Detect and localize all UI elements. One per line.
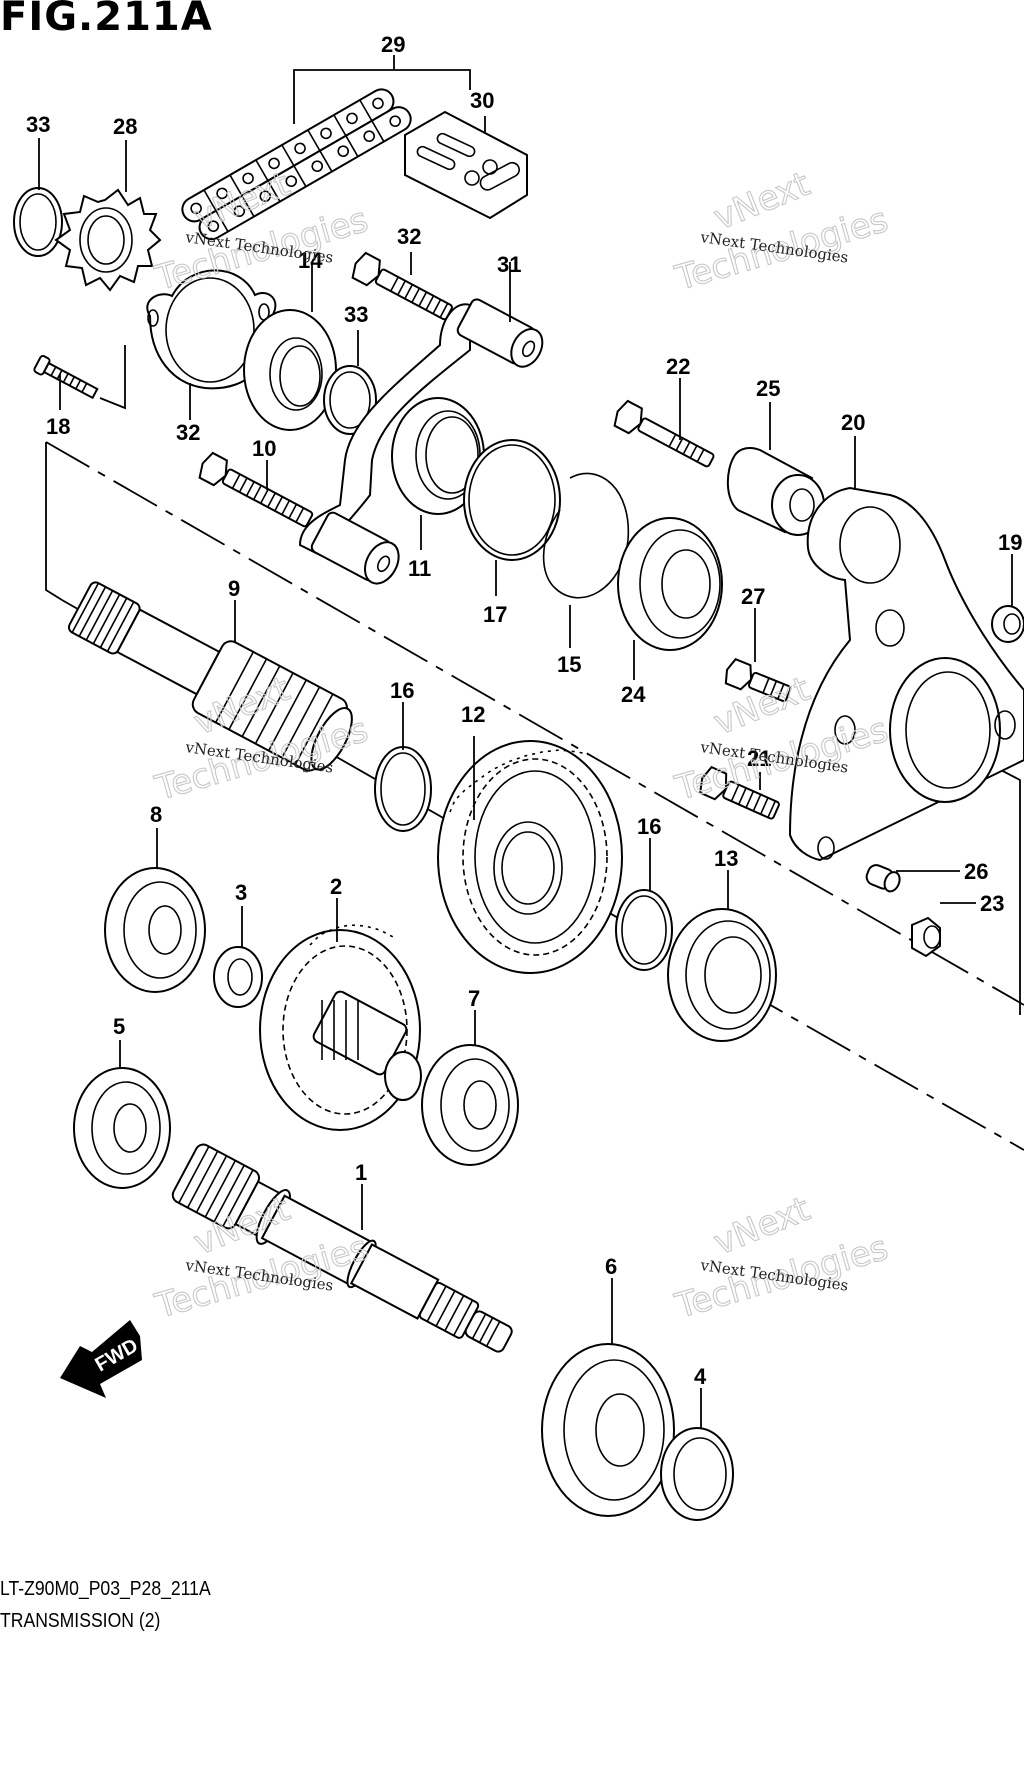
callout-4[interactable]: 4 <box>694 1364 707 1389</box>
figure-title: FIG.211A <box>0 0 213 40</box>
part-3-washer[interactable] <box>213 946 263 1008</box>
guide-line-upper <box>45 441 1024 1006</box>
callout-30[interactable]: 30 <box>470 88 494 113</box>
part-27-bolt[interactable] <box>722 657 793 707</box>
part-26-dowel-pin[interactable] <box>864 863 902 894</box>
guide-line-left <box>45 442 63 601</box>
callout-19[interactable]: 18 <box>46 414 70 439</box>
part-22-bolt[interactable] <box>611 399 718 473</box>
watermark-top-left: vNext Technologies vNext Technologies <box>150 163 373 299</box>
callout-14[interactable]: 14 <box>298 248 323 273</box>
part-25-bushing[interactable] <box>726 446 825 536</box>
part-24-nut[interactable] <box>991 605 1024 643</box>
part-33-circlip-middle[interactable] <box>323 365 377 435</box>
part-5-bearing[interactable] <box>73 1067 171 1189</box>
callout-labels: 29 30 33 28 32 31 14 33 22 25 20 19 18 3… <box>26 32 1022 1389</box>
figure-code: LT-Z90M0_P03_P28_211A <box>0 1578 211 1600</box>
callout-1[interactable]: 1 <box>355 1160 367 1185</box>
part-20-bearing-housing[interactable] <box>788 486 1024 862</box>
callout-18[interactable]: 32 <box>176 420 200 445</box>
part-13-bearing[interactable] <box>667 908 777 1042</box>
section-title: TRANSMISSION (2) <box>0 1610 161 1632</box>
watermark-top-right: vNext Technologies vNext Technologies <box>670 163 893 299</box>
part-30-chain-joint[interactable] <box>404 110 528 220</box>
part-9-drive-shaft[interactable] <box>61 570 363 781</box>
callout-31[interactable]: 31 <box>497 252 521 277</box>
callout-8[interactable]: 8 <box>150 802 162 827</box>
callout-22[interactable]: 22 <box>666 354 690 379</box>
callout-6[interactable]: 6 <box>605 1254 617 1279</box>
part-8-bearing[interactable] <box>104 867 206 993</box>
part-16-circlip-lower[interactable] <box>615 889 673 971</box>
leader-lines <box>38 55 1013 1428</box>
part-6-bearing[interactable] <box>541 1343 675 1517</box>
callout-33[interactable]: 33 <box>344 302 368 327</box>
callout-16[interactable]: 16 <box>637 814 661 839</box>
part-11-o-ring[interactable] <box>463 439 561 561</box>
part-15-bearing[interactable] <box>617 517 723 651</box>
part-31-arm[interactable] <box>298 297 549 589</box>
part-1-input-shaft[interactable] <box>170 1142 522 1370</box>
part-16-circlip-upper[interactable] <box>374 746 432 832</box>
callout-11[interactable]: 17 <box>483 602 507 627</box>
watermark-bottom-right: vNext Technologies vNext Technologies <box>670 1188 893 1327</box>
part-28-sprocket[interactable] <box>54 188 162 292</box>
callout-24[interactable]: 19 <box>998 530 1022 555</box>
part-14-oil-seal[interactable] <box>243 309 337 431</box>
callout-32[interactable]: 32 <box>397 224 421 249</box>
guide-line-right <box>971 754 1021 1015</box>
callout-5[interactable]: 5 <box>113 1014 125 1039</box>
callout-27[interactable]: 27 <box>741 584 765 609</box>
callout-21[interactable]: 21 <box>747 746 771 771</box>
part-17-circlip[interactable] <box>542 472 630 599</box>
part-18-plate[interactable] <box>146 269 277 390</box>
guide-sprocket <box>99 345 126 410</box>
callout-16[interactable]: 16 <box>390 678 414 703</box>
part-29-chain[interactable] <box>178 82 415 247</box>
callout-15[interactable]: 24 <box>621 682 646 707</box>
callout-20[interactable]: 20 <box>841 410 865 435</box>
part-23-nut[interactable] <box>911 916 941 958</box>
watermark-bottom-left: vNext Technologies vNext Technologies <box>150 1188 373 1327</box>
callout-32[interactable]: 10 <box>252 436 276 461</box>
part-2-countershaft-gear[interactable] <box>259 924 422 1131</box>
callout-12[interactable]: 12 <box>461 702 485 727</box>
callout-7[interactable]: 7 <box>468 986 480 1011</box>
part-32-bolt-upper[interactable] <box>349 251 456 325</box>
callout-28[interactable]: 28 <box>113 114 137 139</box>
part-33-circlip-upper[interactable] <box>13 187 63 257</box>
callout-26[interactable]: 26 <box>964 859 988 884</box>
callout-25[interactable]: 25 <box>756 376 780 401</box>
callout-29[interactable]: 29 <box>381 32 405 57</box>
part-7-bearing[interactable] <box>421 1044 519 1166</box>
callout-33[interactable]: 33 <box>26 112 50 137</box>
callout-23[interactable]: 23 <box>980 891 1004 916</box>
part-32-bolt-lower[interactable] <box>196 451 316 533</box>
watermark-mid-left: vNext Technologies vNext Technologies <box>150 668 373 809</box>
callout-13[interactable]: 13 <box>714 846 738 871</box>
part-21-bolt[interactable] <box>697 765 782 825</box>
callout-9[interactable]: 9 <box>228 576 240 601</box>
part-12-gear[interactable] <box>437 740 623 974</box>
part-4-oil-seal[interactable] <box>660 1427 734 1521</box>
callout-3[interactable]: 3 <box>235 880 247 905</box>
callout-2[interactable]: 2 <box>330 874 342 899</box>
callout-17[interactable]: 15 <box>557 652 581 677</box>
part-19-screw[interactable] <box>33 354 99 401</box>
fwd-arrow-icon: FWD <box>60 1320 142 1398</box>
callout-10[interactable]: 11 <box>408 556 431 581</box>
